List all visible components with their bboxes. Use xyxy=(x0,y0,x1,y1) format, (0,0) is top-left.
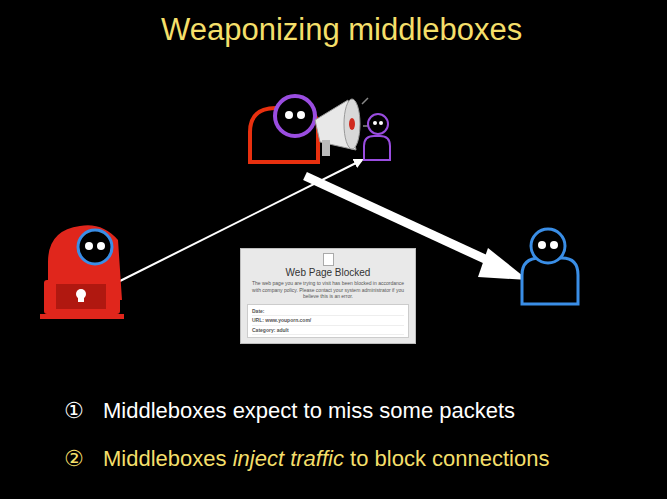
bullet-text: Middleboxes expect to miss some packets xyxy=(103,398,515,424)
bullet-number: ② xyxy=(64,446,84,471)
detail-line: Date: xyxy=(252,307,404,317)
attacker-figure xyxy=(40,225,124,319)
slide-title: Weaponizing middleboxes xyxy=(161,12,522,48)
detail-line: URL: www.youporn.com/ xyxy=(252,316,404,326)
bullet-text: to block connections xyxy=(350,446,549,472)
middlebox-figure xyxy=(250,96,372,162)
bullet-line: Middleboxesinject trafficto block connec… xyxy=(103,446,549,472)
bullet-number: ① xyxy=(64,398,84,423)
victim-figure xyxy=(522,229,578,304)
spoofed-figure xyxy=(364,114,390,160)
page-heading: Web Page Blocked xyxy=(247,267,409,279)
details-card: Date:URL: www.youporn.com/Category: adul… xyxy=(247,304,409,339)
blocked-page-screenshot: Web Page BlockedThe web page you are try… xyxy=(240,248,416,344)
page-icon xyxy=(323,253,334,266)
emphasis-text: inject traffic xyxy=(233,446,344,472)
bullet-text: Middleboxes xyxy=(103,446,227,472)
page-message: The web page you are trying to visit has… xyxy=(247,280,409,300)
detail-line: Category: adult xyxy=(252,326,404,336)
